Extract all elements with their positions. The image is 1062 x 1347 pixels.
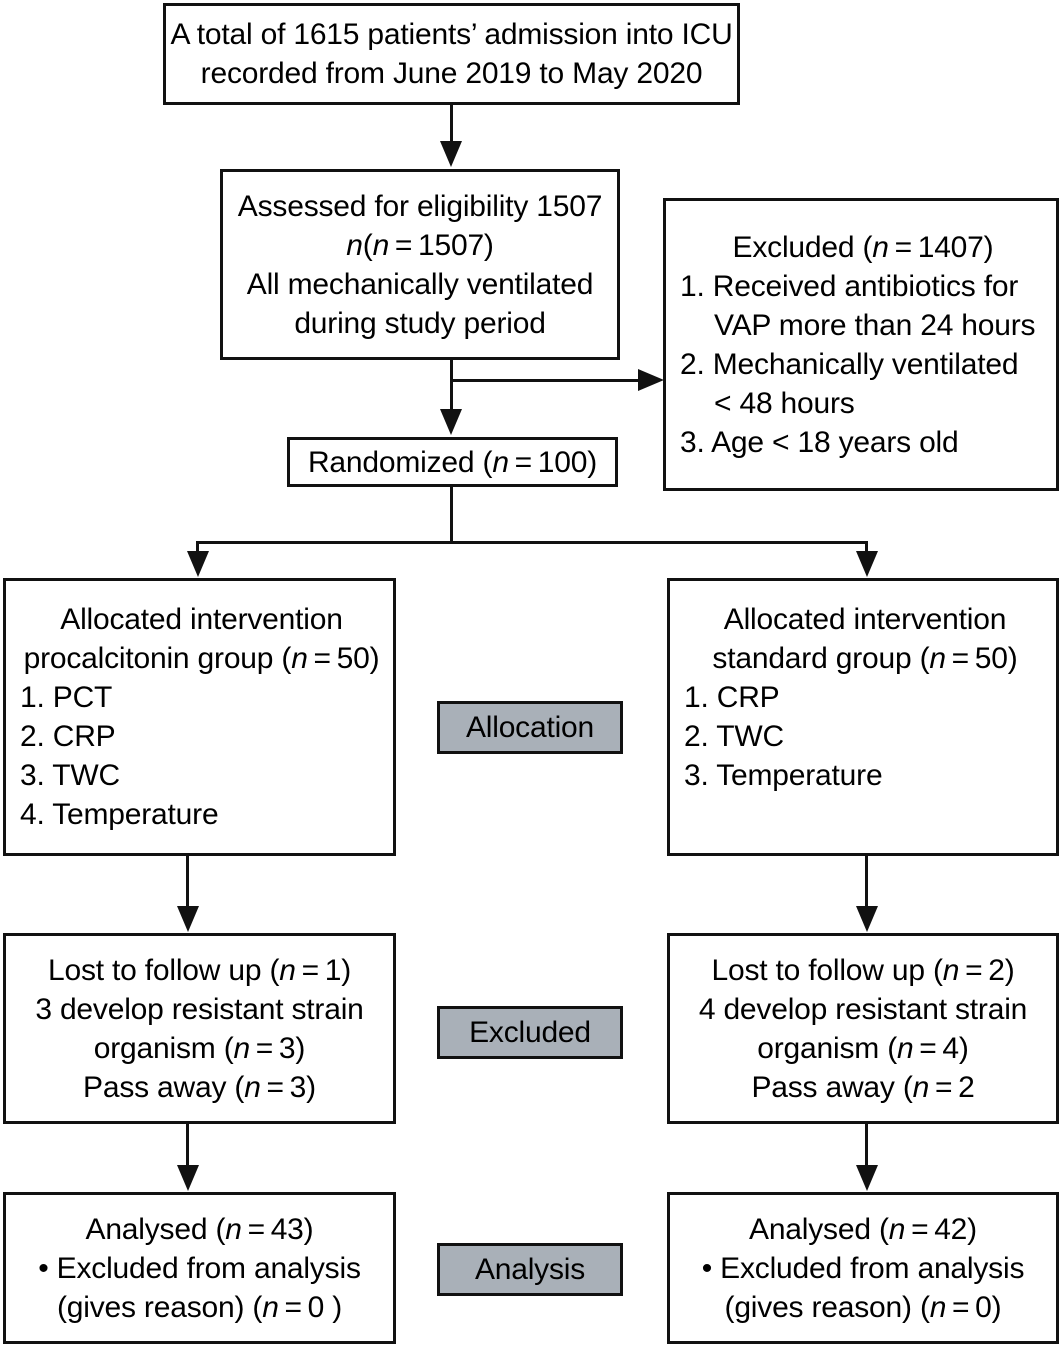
randomized-box: Randomized (n = 100) (287, 437, 618, 487)
arrowhead-randomized-to-alloc-left (187, 551, 209, 577)
excluded-left-line-2: 3 develop resistant strain (35, 992, 364, 1026)
excluded-top-item-2b: < 48 hours (714, 386, 855, 420)
connector-randomized-right-drop (865, 541, 868, 553)
allocation-left-item-4: 4. Temperature (20, 798, 219, 831)
eligibility-line-1: Assessed for eligibility 1507 (237, 189, 603, 223)
connector-alloc-right-to-excluded-right (865, 856, 868, 909)
analysis-left-box: Analysed (n = 43) • Excluded from analys… (3, 1192, 396, 1344)
allocation-right-item-2: 2. TWC (684, 720, 784, 753)
excluded-right-line-2: 4 develop resistant strain (698, 992, 1028, 1026)
enrollment-line-2: recorded from June 2019 to May 2020 (200, 57, 703, 90)
excluded-top-item-3: 3. Age < 18 years old (680, 425, 959, 459)
stage-label-allocation: Allocation (437, 701, 623, 754)
excluded-right-line-1: Lost to follow up (n = 2) (711, 953, 1015, 987)
analysis-left-line-1: Analysed (n = 43) (85, 1212, 314, 1246)
allocation-right-item-3: 3. Temperature (684, 759, 883, 792)
excluded-right-box: Lost to follow up (n = 2) 4 develop resi… (667, 933, 1059, 1124)
allocation-left-line-2: procalcitonin group (n = 50) (23, 642, 380, 675)
arrowhead-enrollment-to-eligibility (440, 141, 462, 167)
allocation-right-item-1: 1. CRP (684, 681, 780, 714)
enrollment-line-1: A total of 1615 patients’ admission into… (170, 18, 733, 51)
excluded-left-line-4: Pass away (n = 3) (83, 1070, 316, 1104)
allocation-right-line-1: Allocated intervention (723, 603, 1007, 636)
eligibility-box: Assessed for eligibility 1507 n(n = 1507… (220, 169, 620, 360)
connector-eligibility-to-randomized (450, 360, 453, 413)
arrowhead-eligibility-to-excluded (638, 369, 664, 391)
allocation-left-box: Allocated intervention procalcitonin gro… (3, 578, 396, 856)
connector-randomized-left-drop (196, 541, 199, 553)
excluded-left-box: Lost to follow up (n = 1) 3 develop resi… (3, 933, 396, 1124)
allocation-left-item-2: 2. CRP (20, 720, 116, 753)
eligibility-line-4: during study period (294, 306, 546, 340)
arrowhead-randomized-to-alloc-right (856, 551, 878, 577)
eligibility-line-3: All mechanically ventilated (246, 267, 594, 301)
excluded-top-item-1: 1. Received antibiotics for (680, 269, 1019, 303)
excluded-left-line-1: Lost to follow up (n = 1) (47, 953, 352, 987)
stage-label-excluded: Excluded (437, 1006, 623, 1059)
analysis-left-line-2: • Excluded from analysis (38, 1251, 361, 1285)
arrowhead-eligibility-to-randomized (440, 409, 462, 435)
allocation-right-spacer-1 (684, 795, 1046, 834)
connector-alloc-left-to-excluded-left (186, 856, 189, 909)
randomized-line-1: Randomized (n = 100) (307, 445, 598, 479)
allocation-left-item-3: 3. TWC (20, 759, 120, 792)
eligibility-line-2: n(n = 1507)(n = 1507) (346, 228, 494, 262)
connector-randomized-split (196, 541, 868, 544)
arrowhead-excluded-right-to-analysis-right (856, 1165, 878, 1191)
allocation-right-box: Allocated intervention standard group (n… (667, 578, 1059, 856)
connector-eligibility-to-excluded (450, 379, 642, 382)
analysis-right-line-3: (gives reason) (n = 0) (724, 1290, 1002, 1324)
analysis-right-line-1: Analysed (n = 42) (749, 1212, 977, 1246)
connector-excluded-right-to-analysis-right (865, 1124, 868, 1168)
analysis-right-box: Analysed (n = 42) • Excluded from analys… (667, 1192, 1059, 1344)
allocation-right-line-2: standard group (n = 50) (712, 642, 1018, 675)
excluded-top-header: Excluded (n = 1407) (732, 230, 994, 264)
excluded-right-line-4: Pass away (n = 2 (751, 1070, 975, 1104)
excluded-right-line-3: organism (n = 4) (757, 1031, 969, 1065)
analysis-left-line-3: (gives reason) (n = 0 ) (56, 1290, 343, 1324)
allocation-left-line-1: Allocated intervention (60, 603, 343, 636)
enrollment-box: A total of 1615 patients’ admission into… (163, 3, 740, 105)
stage-label-analysis: Analysis (437, 1243, 623, 1296)
arrowhead-alloc-left-to-excluded-left (177, 906, 199, 932)
stage-label-allocation-text: Allocation (465, 710, 595, 744)
connector-enrollment-to-eligibility (450, 105, 453, 145)
excluded-top-item-2: 2. Mechanically ventilated (680, 347, 1019, 381)
excluded-left-line-3: organism (n = 3) (93, 1031, 306, 1065)
stage-label-excluded-text: Excluded (469, 1015, 591, 1049)
excluded-top-item-1b: VAP more than 24 hours (714, 308, 1036, 342)
connector-excluded-left-to-analysis-left (186, 1124, 189, 1168)
connector-randomized-stem (450, 487, 453, 544)
stage-label-analysis-text: Analysis (474, 1252, 586, 1286)
analysis-right-line-2: • Excluded from analysis (701, 1251, 1025, 1285)
arrowhead-alloc-right-to-excluded-right (856, 906, 878, 932)
excluded-top-box: Excluded (n = 1407) 1. Received antibiot… (663, 198, 1059, 491)
allocation-left-item-1: 1. PCT (20, 681, 113, 714)
arrowhead-excluded-left-to-analysis-left (177, 1165, 199, 1191)
